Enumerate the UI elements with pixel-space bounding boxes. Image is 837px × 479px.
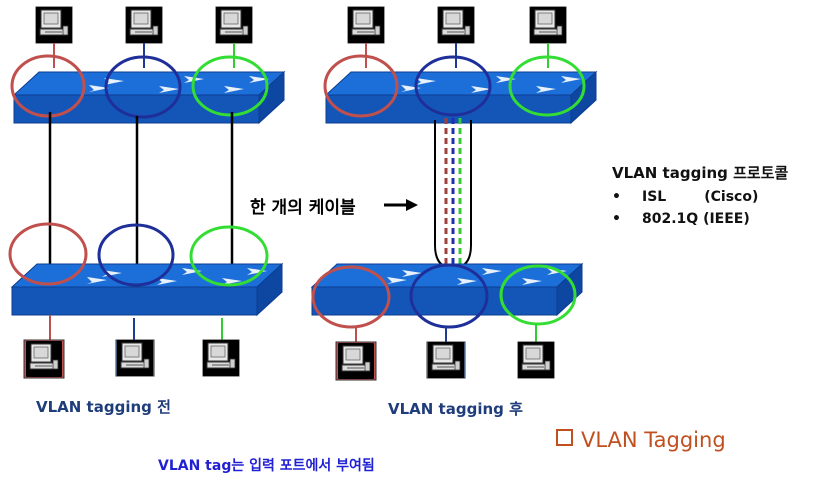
before-caption: VLAN tagging 전	[36, 398, 171, 416]
switch-icon	[311, 263, 583, 316]
pc-icon	[115, 339, 155, 377]
slide-title: VLAN Tagging	[556, 428, 726, 452]
pc-icon	[35, 6, 73, 44]
pc-icon	[125, 6, 163, 44]
before-diagram	[8, 6, 285, 379]
switch-icon	[11, 263, 283, 316]
after-diagram	[311, 6, 597, 381]
protocol-org: (IEEE)	[703, 211, 750, 227]
protocol-org: (Cisco)	[704, 189, 759, 205]
single-cable-label: 한 개의 케이블	[250, 198, 356, 218]
pc-icon	[335, 341, 377, 381]
pc-icon	[517, 341, 555, 379]
pc-icon	[426, 341, 466, 379]
pc-icon	[23, 339, 65, 379]
list-item: •ISL(Cisco)	[612, 189, 759, 205]
tag-note: VLAN tag는 입력 포트에서 부여됨	[158, 458, 375, 474]
pc-icon	[437, 6, 475, 44]
protocol-name: ISL	[642, 189, 667, 205]
protocol-name: 802.1Q	[642, 211, 699, 227]
arrow-right-icon	[384, 199, 418, 211]
pc-icon	[529, 6, 567, 44]
after-caption: VLAN tagging 후	[388, 400, 523, 418]
pc-icon	[215, 6, 253, 44]
protocol-box: VLAN tagging 프로토콜 •ISL(Cisco) •802.1Q (I…	[612, 162, 788, 230]
square-bullet-icon	[556, 429, 573, 446]
pc-icon	[202, 339, 240, 377]
pc-icon	[347, 6, 385, 44]
slide-title-text: VLAN Tagging	[581, 428, 726, 452]
protocol-heading: VLAN tagging 프로토콜	[612, 164, 789, 182]
list-item: •802.1Q (IEEE)	[612, 211, 750, 227]
